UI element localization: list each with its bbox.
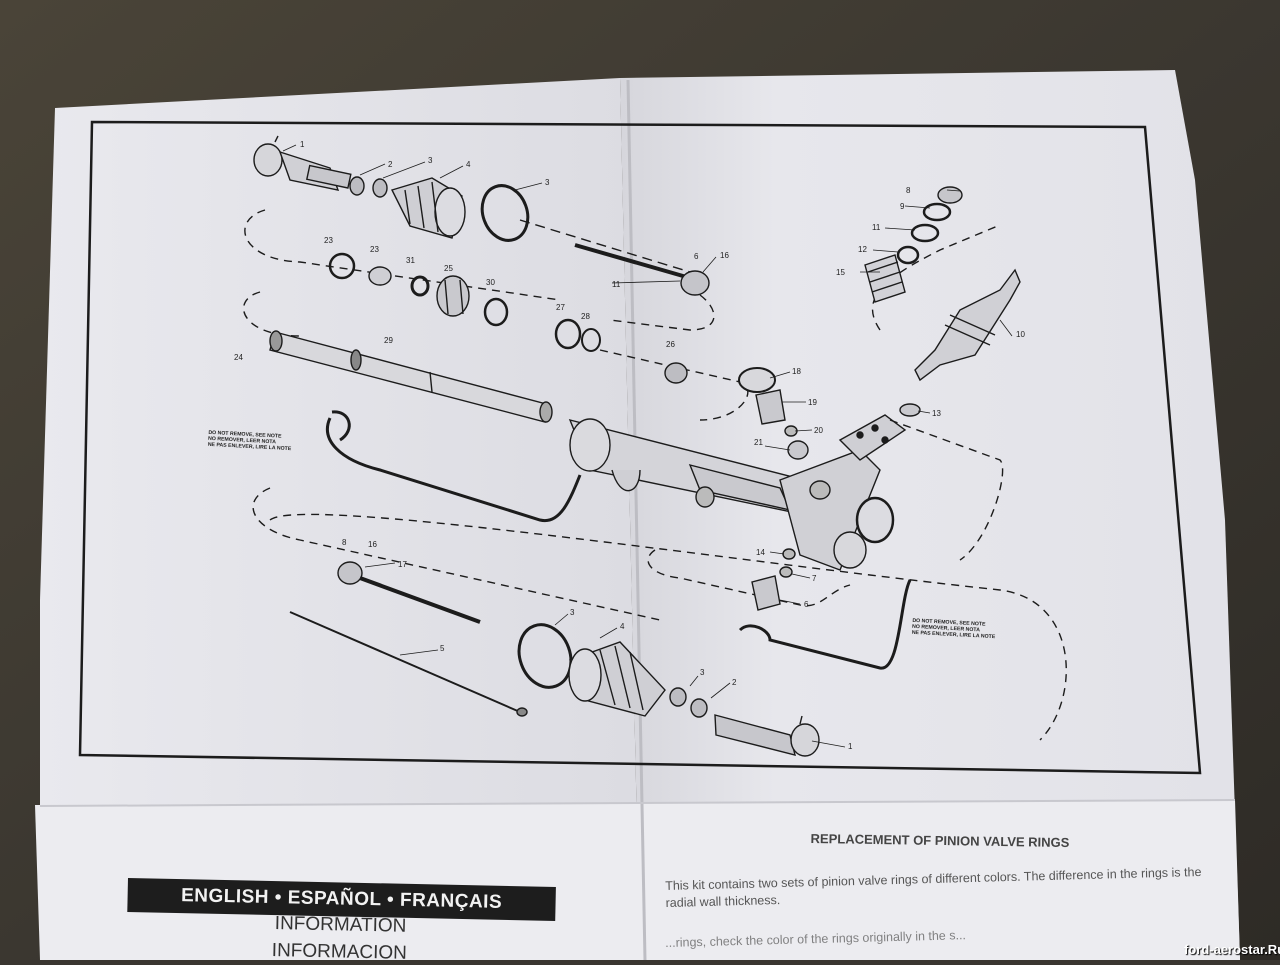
part-number-28: 28 xyxy=(581,312,590,321)
part-number-2: 2 xyxy=(388,160,393,169)
part-number-15: 15 xyxy=(836,268,845,277)
part-number-12: 12 xyxy=(858,245,867,254)
rack-housing xyxy=(568,414,907,571)
site-watermark: ford-aerostar.Ru xyxy=(1184,942,1280,957)
part-number-3: 3 xyxy=(428,156,433,165)
part-number-10: 10 xyxy=(1016,330,1025,339)
part-number-2: 2 xyxy=(732,678,737,687)
part-number-6: 6 xyxy=(804,600,809,609)
valve-parts xyxy=(738,367,809,611)
part-number-26: 26 xyxy=(666,340,675,349)
part-number-23: 23 xyxy=(370,245,379,254)
part-number-1: 1 xyxy=(848,742,853,751)
paper-bottom-panel xyxy=(35,800,1240,960)
part-number-1: 1 xyxy=(300,140,305,149)
tie-rod-end-bottom xyxy=(714,714,820,757)
part-number-7: 7 xyxy=(812,574,817,583)
paper-fold-horizontal xyxy=(39,799,1236,807)
info-heading-english: INFORMATION xyxy=(274,913,407,937)
part-number-14: 14 xyxy=(756,548,765,557)
leader-lines xyxy=(282,144,1013,748)
part-number-17: 17 xyxy=(398,560,407,569)
part-number-27: 27 xyxy=(556,303,565,312)
inner-tie-rod-top xyxy=(574,243,715,331)
part-number-18: 18 xyxy=(792,367,801,376)
part-number-4: 4 xyxy=(466,160,471,169)
rack xyxy=(269,330,553,423)
inner-tie-rod-bottom xyxy=(289,561,528,717)
pressure-line-bottom xyxy=(738,579,912,670)
diagram-frame xyxy=(78,120,1202,775)
bushing-25 xyxy=(436,275,470,317)
part-number-3: 3 xyxy=(570,608,575,617)
pressure-line-top xyxy=(326,417,582,523)
part-number-25: 25 xyxy=(444,264,453,273)
boot-bottom xyxy=(568,641,666,717)
part-number-9: 9 xyxy=(900,202,905,211)
paper-left xyxy=(40,78,640,960)
boot-top xyxy=(391,177,466,239)
part-number-31: 31 xyxy=(406,256,415,265)
clamp-bottom xyxy=(517,623,573,689)
part-number-11: 11 xyxy=(872,223,881,232)
part-number-13: 13 xyxy=(932,409,941,418)
pinion-assembly xyxy=(864,186,1021,417)
part-number-8: 8 xyxy=(342,538,347,547)
paper-fold xyxy=(626,79,647,960)
part-number-29: 29 xyxy=(384,336,393,345)
part-number-6: 6 xyxy=(694,252,699,261)
part-number-4: 4 xyxy=(620,622,625,631)
part-number-3: 3 xyxy=(545,178,550,187)
part-number-21: 21 xyxy=(754,438,763,447)
part-number-20: 20 xyxy=(814,426,823,435)
part-number-19: 19 xyxy=(808,398,817,407)
part-number-5: 5 xyxy=(440,644,445,653)
part-number-23: 23 xyxy=(324,236,333,245)
tie-rod-end-top xyxy=(253,135,352,191)
part-number-8: 8 xyxy=(906,186,911,195)
part-number-16: 16 xyxy=(368,540,377,549)
part-number-11: 11 xyxy=(612,280,621,289)
exploded-diagram xyxy=(243,135,1067,757)
part-number-3: 3 xyxy=(700,668,705,677)
clamp-top xyxy=(480,184,530,242)
part-number-16: 16 xyxy=(720,251,729,260)
info-heading-spanish: INFORMACION xyxy=(271,940,408,964)
part-number-24: 24 xyxy=(234,353,243,362)
part-number-30: 30 xyxy=(486,278,495,287)
